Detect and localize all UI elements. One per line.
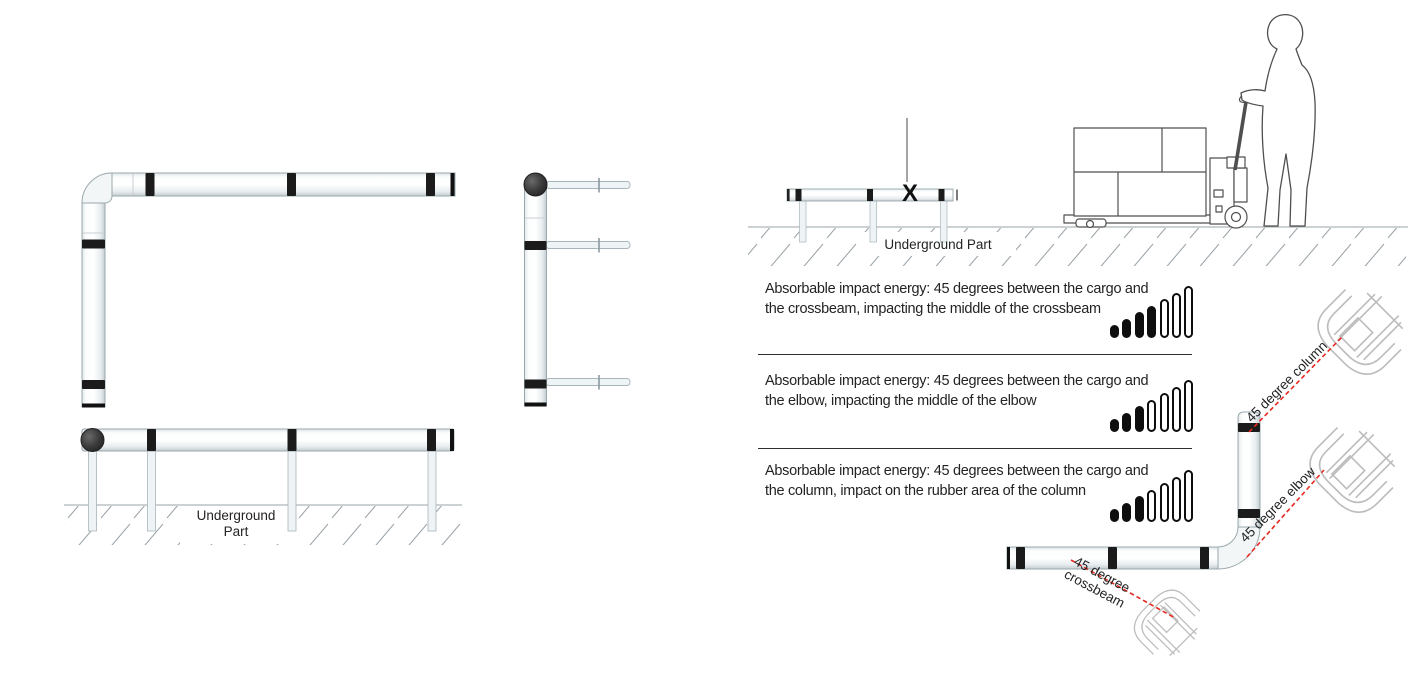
section-divider — [758, 447, 1192, 449]
underground-label-left: Underground Part — [176, 508, 296, 539]
energy-bar — [1134, 406, 1144, 432]
cargo-sketch-column — [1307, 274, 1410, 386]
energy-bar — [1171, 476, 1181, 522]
ground-hatching — [748, 228, 1406, 266]
energy-bar — [1184, 380, 1194, 432]
energy-bar — [1122, 502, 1132, 522]
energy-bar — [1110, 325, 1119, 338]
tube-end-cap — [523, 172, 548, 197]
annotation-line-elbow — [1246, 469, 1325, 558]
angle-diagram-drawing — [1006, 274, 1410, 669]
pallet-truck-drawing — [1063, 90, 1260, 229]
impact-text-line: Absorbable impact energy: 45 degrees bet… — [765, 463, 1149, 479]
energy-bar — [1122, 412, 1132, 432]
side-view-drawing — [523, 172, 631, 407]
impact-text-line: the elbow, impacting the middle of the e… — [765, 393, 1037, 409]
annotation-line-crossbeam — [1070, 559, 1176, 619]
impact-energy-meter-crossbeam — [1110, 286, 1194, 338]
underground-label-right: Underground Part — [884, 237, 992, 252]
impact-text-line: the crossbeam, impacting the middle of t… — [765, 301, 1101, 317]
underground-label-line1: Underground — [196, 508, 276, 523]
energy-bar — [1110, 419, 1119, 432]
impact-text-elbow: Absorbable impact energy: 45 degrees bet… — [765, 371, 1165, 411]
mini-barrier — [786, 188, 958, 243]
energy-bar — [1184, 470, 1194, 522]
energy-bar — [1147, 399, 1157, 432]
energy-bar — [1159, 483, 1169, 522]
operator-silhouette — [1240, 14, 1316, 227]
impact-text-line: the column, impact on the rubber area of… — [765, 483, 1086, 499]
section-divider — [758, 353, 1192, 355]
impact-text-column: Absorbable impact energy: 45 degrees bet… — [765, 461, 1165, 501]
energy-bar — [1171, 386, 1181, 432]
impact-scene-drawing — [748, 14, 1408, 266]
impact-text-line: Absorbable impact energy: 45 degrees bet… — [765, 281, 1149, 297]
energy-bar — [1147, 305, 1157, 338]
energy-bar — [1134, 312, 1144, 338]
energy-bar — [1159, 393, 1169, 432]
tube-end-cap — [80, 428, 105, 452]
cargo-boxes — [1073, 127, 1207, 217]
impact-text-crossbeam: Absorbable impact energy: 45 degrees bet… — [765, 279, 1165, 319]
front-view-drawing — [64, 428, 462, 545]
energy-bar — [1134, 496, 1144, 522]
energy-bar — [1110, 509, 1119, 522]
energy-bar — [1171, 292, 1181, 338]
energy-bar — [1184, 286, 1194, 338]
energy-bar — [1147, 489, 1157, 522]
impact-energy-meter-elbow — [1110, 380, 1194, 432]
underground-label-line2: Part — [223, 523, 249, 539]
impact-text-line: Absorbable impact energy: 45 degrees bet… — [765, 373, 1149, 389]
plan-view-drawing — [81, 172, 456, 408]
ground-anchor-rods — [545, 178, 631, 390]
impact-point-marker: X — [901, 180, 918, 207]
impact-energy-meter-column — [1110, 470, 1194, 522]
energy-bar — [1159, 299, 1169, 338]
energy-bar — [1122, 318, 1132, 338]
